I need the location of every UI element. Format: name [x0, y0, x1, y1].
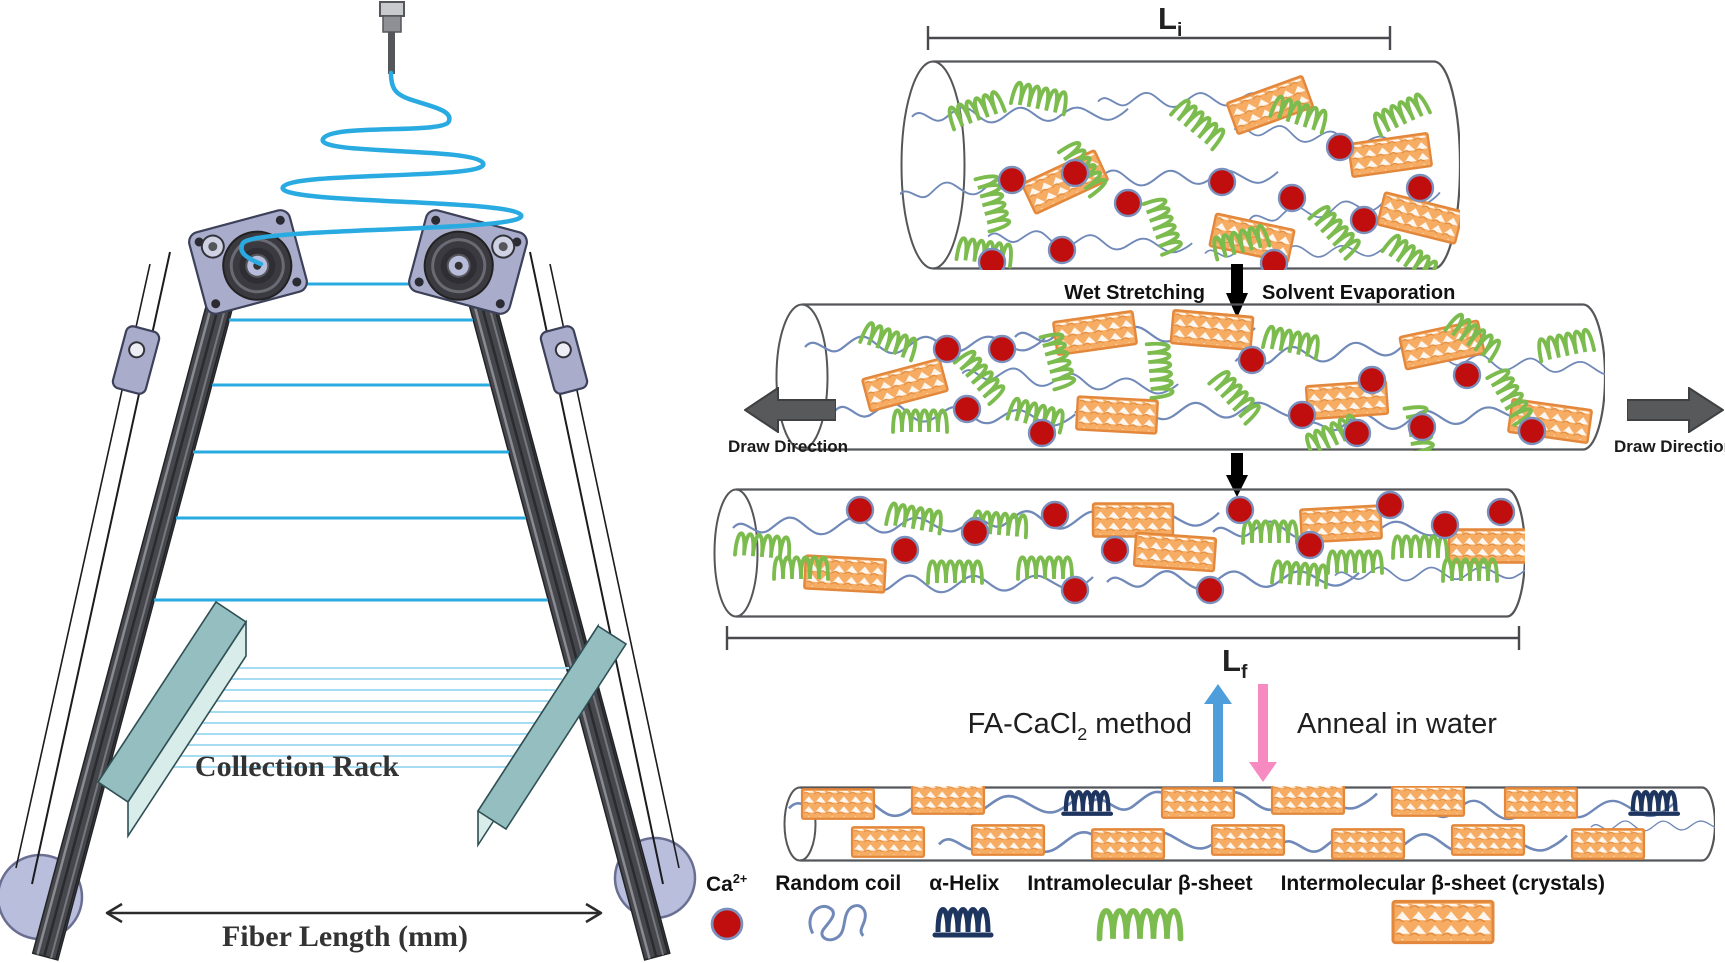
legend-item-intra-beta-sheet: Intramolecular β-sheet	[1027, 872, 1253, 945]
legend-label: Ca2+	[706, 872, 748, 896]
spinneret-needle	[379, 1, 405, 74]
calcium-ion-icon	[710, 907, 743, 941]
fiber-length-arrow	[105, 902, 603, 924]
legend-item-inter-beta-sheet: Intermolecular β-sheet (crystals)	[1281, 872, 1605, 945]
right-motor	[408, 209, 528, 315]
collection-rack	[96, 600, 628, 848]
left-motor	[188, 209, 308, 315]
final-length-label: Lf	[1222, 643, 1248, 684]
fa-cacl2-method-label: FA-CaCl2 method	[967, 708, 1192, 744]
stretched-fibers	[152, 282, 569, 768]
legend-label: Random coil	[775, 872, 902, 895]
anneal-in-water-label: Anneal in water	[1297, 708, 1497, 740]
draw-direction-right-label: Draw Direction	[1614, 437, 1725, 456]
left-rail	[31, 261, 244, 961]
final-length-bracket	[725, 626, 1521, 650]
draw-direction-left-label: Draw Direction	[728, 437, 848, 456]
draw-direction-right-arrow-icon	[1627, 387, 1724, 433]
draw-direction-left-arrow-icon	[744, 387, 836, 433]
down-arrow-icon	[1226, 453, 1248, 497]
solvent-evaporation-label: Solvent Evaporation	[1262, 282, 1456, 304]
legend-label: Intramolecular β-sheet	[1027, 872, 1253, 895]
down-arrow-pink-icon	[1249, 684, 1277, 782]
legend: Ca2+ Random coil α-Helix Intramolecular …	[706, 872, 1706, 946]
initial-length-bracket	[926, 26, 1392, 50]
legend-item-alpha-helix: α-Helix	[929, 872, 999, 945]
legend-label: α-Helix	[929, 872, 1000, 895]
alpha-helix-icon	[929, 899, 999, 945]
legend-label: Intermolecular β-sheet (crystals)	[1280, 872, 1605, 895]
wet-stretching-label: Wet Stretching	[1064, 282, 1205, 304]
fiber-spiral	[239, 70, 524, 267]
fiber-cylinder-stretched	[775, 303, 1605, 451]
legend-item-calcium: Ca2+	[706, 872, 747, 946]
random-coil-icon	[808, 904, 867, 942]
spinning-apparatus-illustration	[0, 1, 697, 961]
left-clamp	[111, 325, 161, 395]
fiber-length-label: Fiber Length (mm)	[221, 920, 469, 953]
up-arrow-blue-icon	[1204, 684, 1232, 782]
intermolecular-beta-sheet-icon	[1391, 899, 1495, 945]
initial-length-label: Li	[1158, 1, 1183, 42]
legend-item-random-coil: Random coil	[775, 872, 901, 945]
collection-rack-label: Collection Rack	[194, 750, 400, 783]
fiber-cylinder-annealed	[783, 786, 1715, 862]
fiber-cylinder-initial	[900, 60, 1460, 270]
right-rail	[458, 261, 671, 961]
fiber-cylinder-drawn	[713, 488, 1525, 618]
intramolecular-beta-sheet-icon	[1085, 899, 1195, 945]
right-clamp	[539, 325, 589, 395]
